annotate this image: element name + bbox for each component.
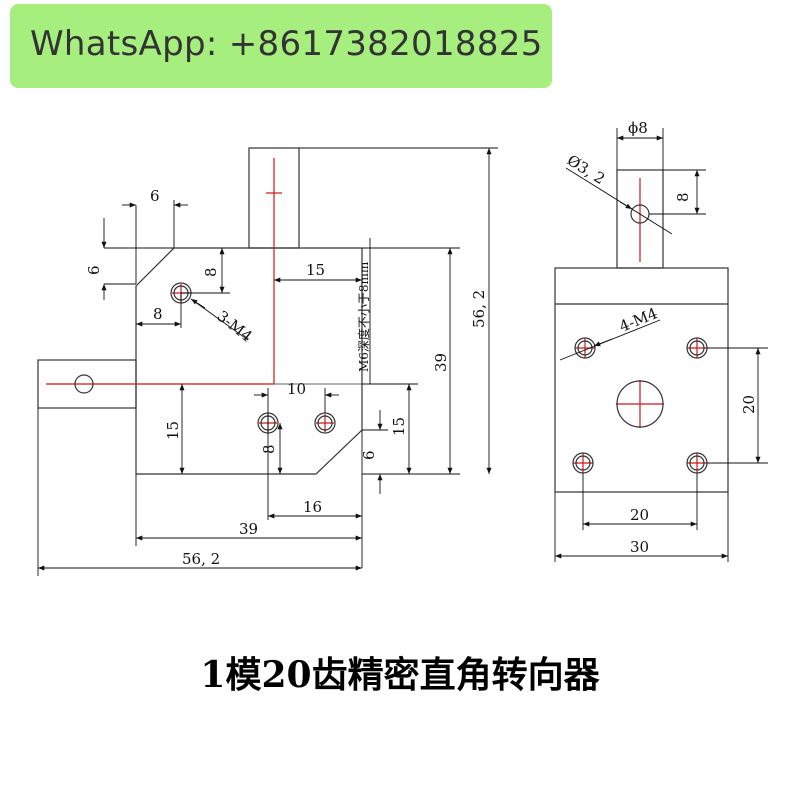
hole-label-4m4: 4-M4 xyxy=(617,304,660,335)
side-hole-top-left xyxy=(574,337,596,359)
hole-label-3m4: 3-M4 xyxy=(214,307,256,346)
center-lines xyxy=(46,158,334,432)
dim-hole-x: 8 xyxy=(153,305,163,323)
side-shaft xyxy=(616,169,664,269)
dim-hole-dia: Ø3, 2 xyxy=(564,151,608,188)
banner-text: WhatsApp: +8617382018825 xyxy=(30,24,543,64)
dim-bottom-right-15: 15 xyxy=(390,417,408,436)
dim-top-width: 6 xyxy=(150,187,160,205)
dim-chamfer: 6 xyxy=(360,450,378,460)
dim-height-39: 39 xyxy=(432,353,450,372)
dim-width-30: 30 xyxy=(630,538,649,556)
dim-shaft-offset: 15 xyxy=(306,261,325,279)
dim-width-39: 39 xyxy=(239,520,258,538)
dim-spacing-v: 20 xyxy=(740,395,758,414)
front-dimension-lines xyxy=(37,147,498,576)
front-dimension-labels: 6 6 8 8 3-M4 15 M6深度不小于8mm 39 56, 2 10 1… xyxy=(85,187,488,568)
thread-note: M6深度不小于8mm xyxy=(356,261,371,372)
dim-spacing-h: 20 xyxy=(630,506,649,524)
dim-shaft-dia: ϕ8 xyxy=(628,119,648,137)
dim-bottom-hole-y: 8 xyxy=(260,444,278,454)
front-view xyxy=(37,147,363,475)
whatsapp-banner: WhatsApp: +8617382018825 xyxy=(10,4,552,88)
side-view xyxy=(554,169,729,493)
dim-hole-y: 8 xyxy=(202,267,220,277)
dim-shaft-height: 8 xyxy=(674,192,692,202)
side-dimension-lines xyxy=(554,128,768,562)
side-center-bore xyxy=(616,380,664,428)
side-dimension-labels: ϕ8 Ø3, 2 8 4-M4 20 20 30 xyxy=(564,119,758,556)
dim-top-height: 6 xyxy=(85,265,103,275)
dim-hole-spacing: 10 xyxy=(287,380,306,398)
product-caption: 1模20齿精密直角转向器 xyxy=(200,654,600,696)
dim-height-56: 56, 2 xyxy=(470,290,488,328)
left-shaft-hole xyxy=(74,374,94,394)
dim-bottom-left-15: 15 xyxy=(164,421,182,440)
dim-width-56: 56, 2 xyxy=(182,550,220,568)
dim-bottom-16: 16 xyxy=(303,498,322,516)
